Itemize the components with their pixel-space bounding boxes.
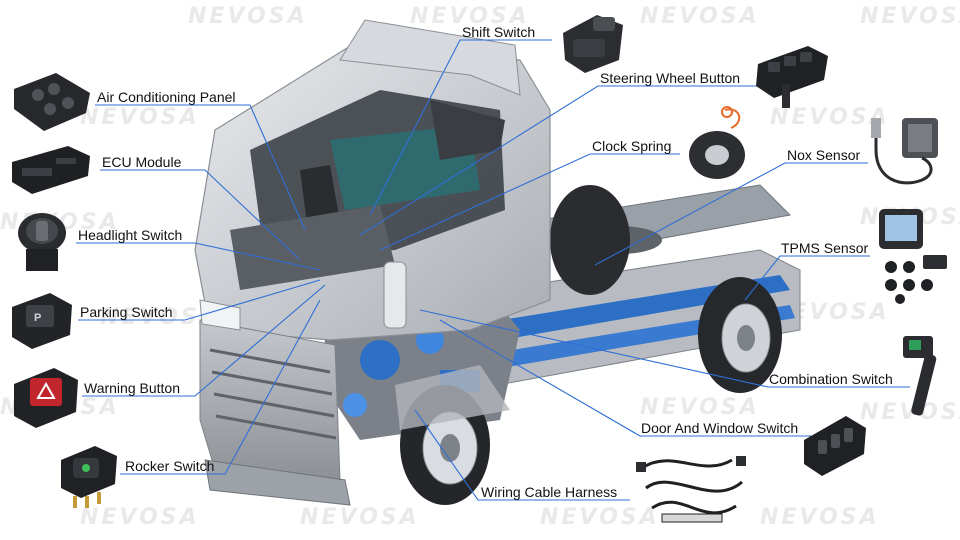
leader-line-tpms-sensor: [744, 255, 870, 301]
watermark: NEVOSA: [860, 4, 960, 29]
parking-switch-icon: P: [12, 293, 72, 349]
leader-line-ecu-module: [100, 169, 301, 261]
label-wiring-cable-harness: Wiring Cable Harness: [481, 484, 618, 500]
leader-line-steering-wheel-button: [359, 85, 758, 236]
label-headlight-switch: Headlight Switch: [78, 227, 183, 243]
leader-line-clock-spring: [379, 153, 680, 251]
steering-wheel-button-icon: [756, 46, 828, 108]
watermark: NEVOSA: [760, 505, 880, 530]
clock-spring-icon: [689, 106, 745, 179]
watermark: NEVOSA: [100, 305, 220, 330]
leader-line-rocker-switch: [120, 299, 321, 475]
leader-line-air-conditioning-panel: [95, 104, 306, 231]
label-warning-button: Warning Button: [84, 380, 180, 396]
combination-switch-icon: [903, 336, 937, 416]
leader-line-warning-button: [82, 284, 326, 397]
leader-line-door-window-switch: [439, 319, 815, 437]
leader-line-nox-sensor: [594, 162, 868, 266]
label-nox-sensor: Nox Sensor: [787, 147, 861, 163]
leader-line-headlight-switch: [76, 242, 321, 271]
watermark: NEVOSA: [80, 105, 200, 130]
air-conditioning-panel-icon: [14, 73, 90, 131]
label-steering-wheel-button: Steering Wheel Button: [600, 70, 741, 86]
watermark: NEVOSA: [540, 505, 660, 530]
watermark: NEVOSA: [640, 4, 760, 29]
nox-sensor-icon: [871, 118, 938, 185]
label-parking-switch: Parking Switch: [80, 304, 173, 320]
warning-button-icon: [14, 368, 78, 428]
wiring-harness-icon: [636, 456, 746, 523]
ecu-module-icon: [12, 146, 90, 194]
label-ecu-module: ECU Module: [102, 154, 182, 170]
label-tpms-sensor: TPMS Sensor: [781, 240, 869, 256]
tpms-sensor-icon: [879, 209, 947, 304]
watermark: NEVOSA: [188, 4, 308, 29]
label-clock-spring: Clock Spring: [592, 138, 672, 154]
door-window-switch-icon: [804, 416, 866, 476]
label-air-conditioning-panel: Air Conditioning Panel: [97, 89, 236, 105]
watermark: NEVOSA: [860, 400, 960, 425]
headlight-switch-icon: [18, 213, 66, 271]
watermark: NEVOSA: [770, 105, 890, 130]
leader-line-wiring-cable-harness: [414, 409, 630, 501]
rocker-switch-icon: [61, 446, 117, 508]
label-shift-switch: Shift Switch: [462, 24, 536, 40]
svg-text:P: P: [34, 312, 41, 324]
watermark: NEVOSA: [640, 395, 760, 420]
watermark: NEVOSA: [80, 505, 200, 530]
watermark: NEVOSA: [300, 505, 420, 530]
shift-switch-icon: [563, 15, 623, 73]
leader-line-shift-switch: [369, 39, 552, 216]
leader-line-combination-switch: [419, 309, 910, 388]
leader-line-parking-switch: [78, 279, 321, 321]
label-rocker-switch: Rocker Switch: [125, 458, 215, 474]
label-combination-switch: Combination Switch: [769, 371, 893, 387]
label-door-and-window-switch: Door And Window Switch: [641, 420, 799, 436]
watermark: NEVOSA: [410, 4, 530, 29]
